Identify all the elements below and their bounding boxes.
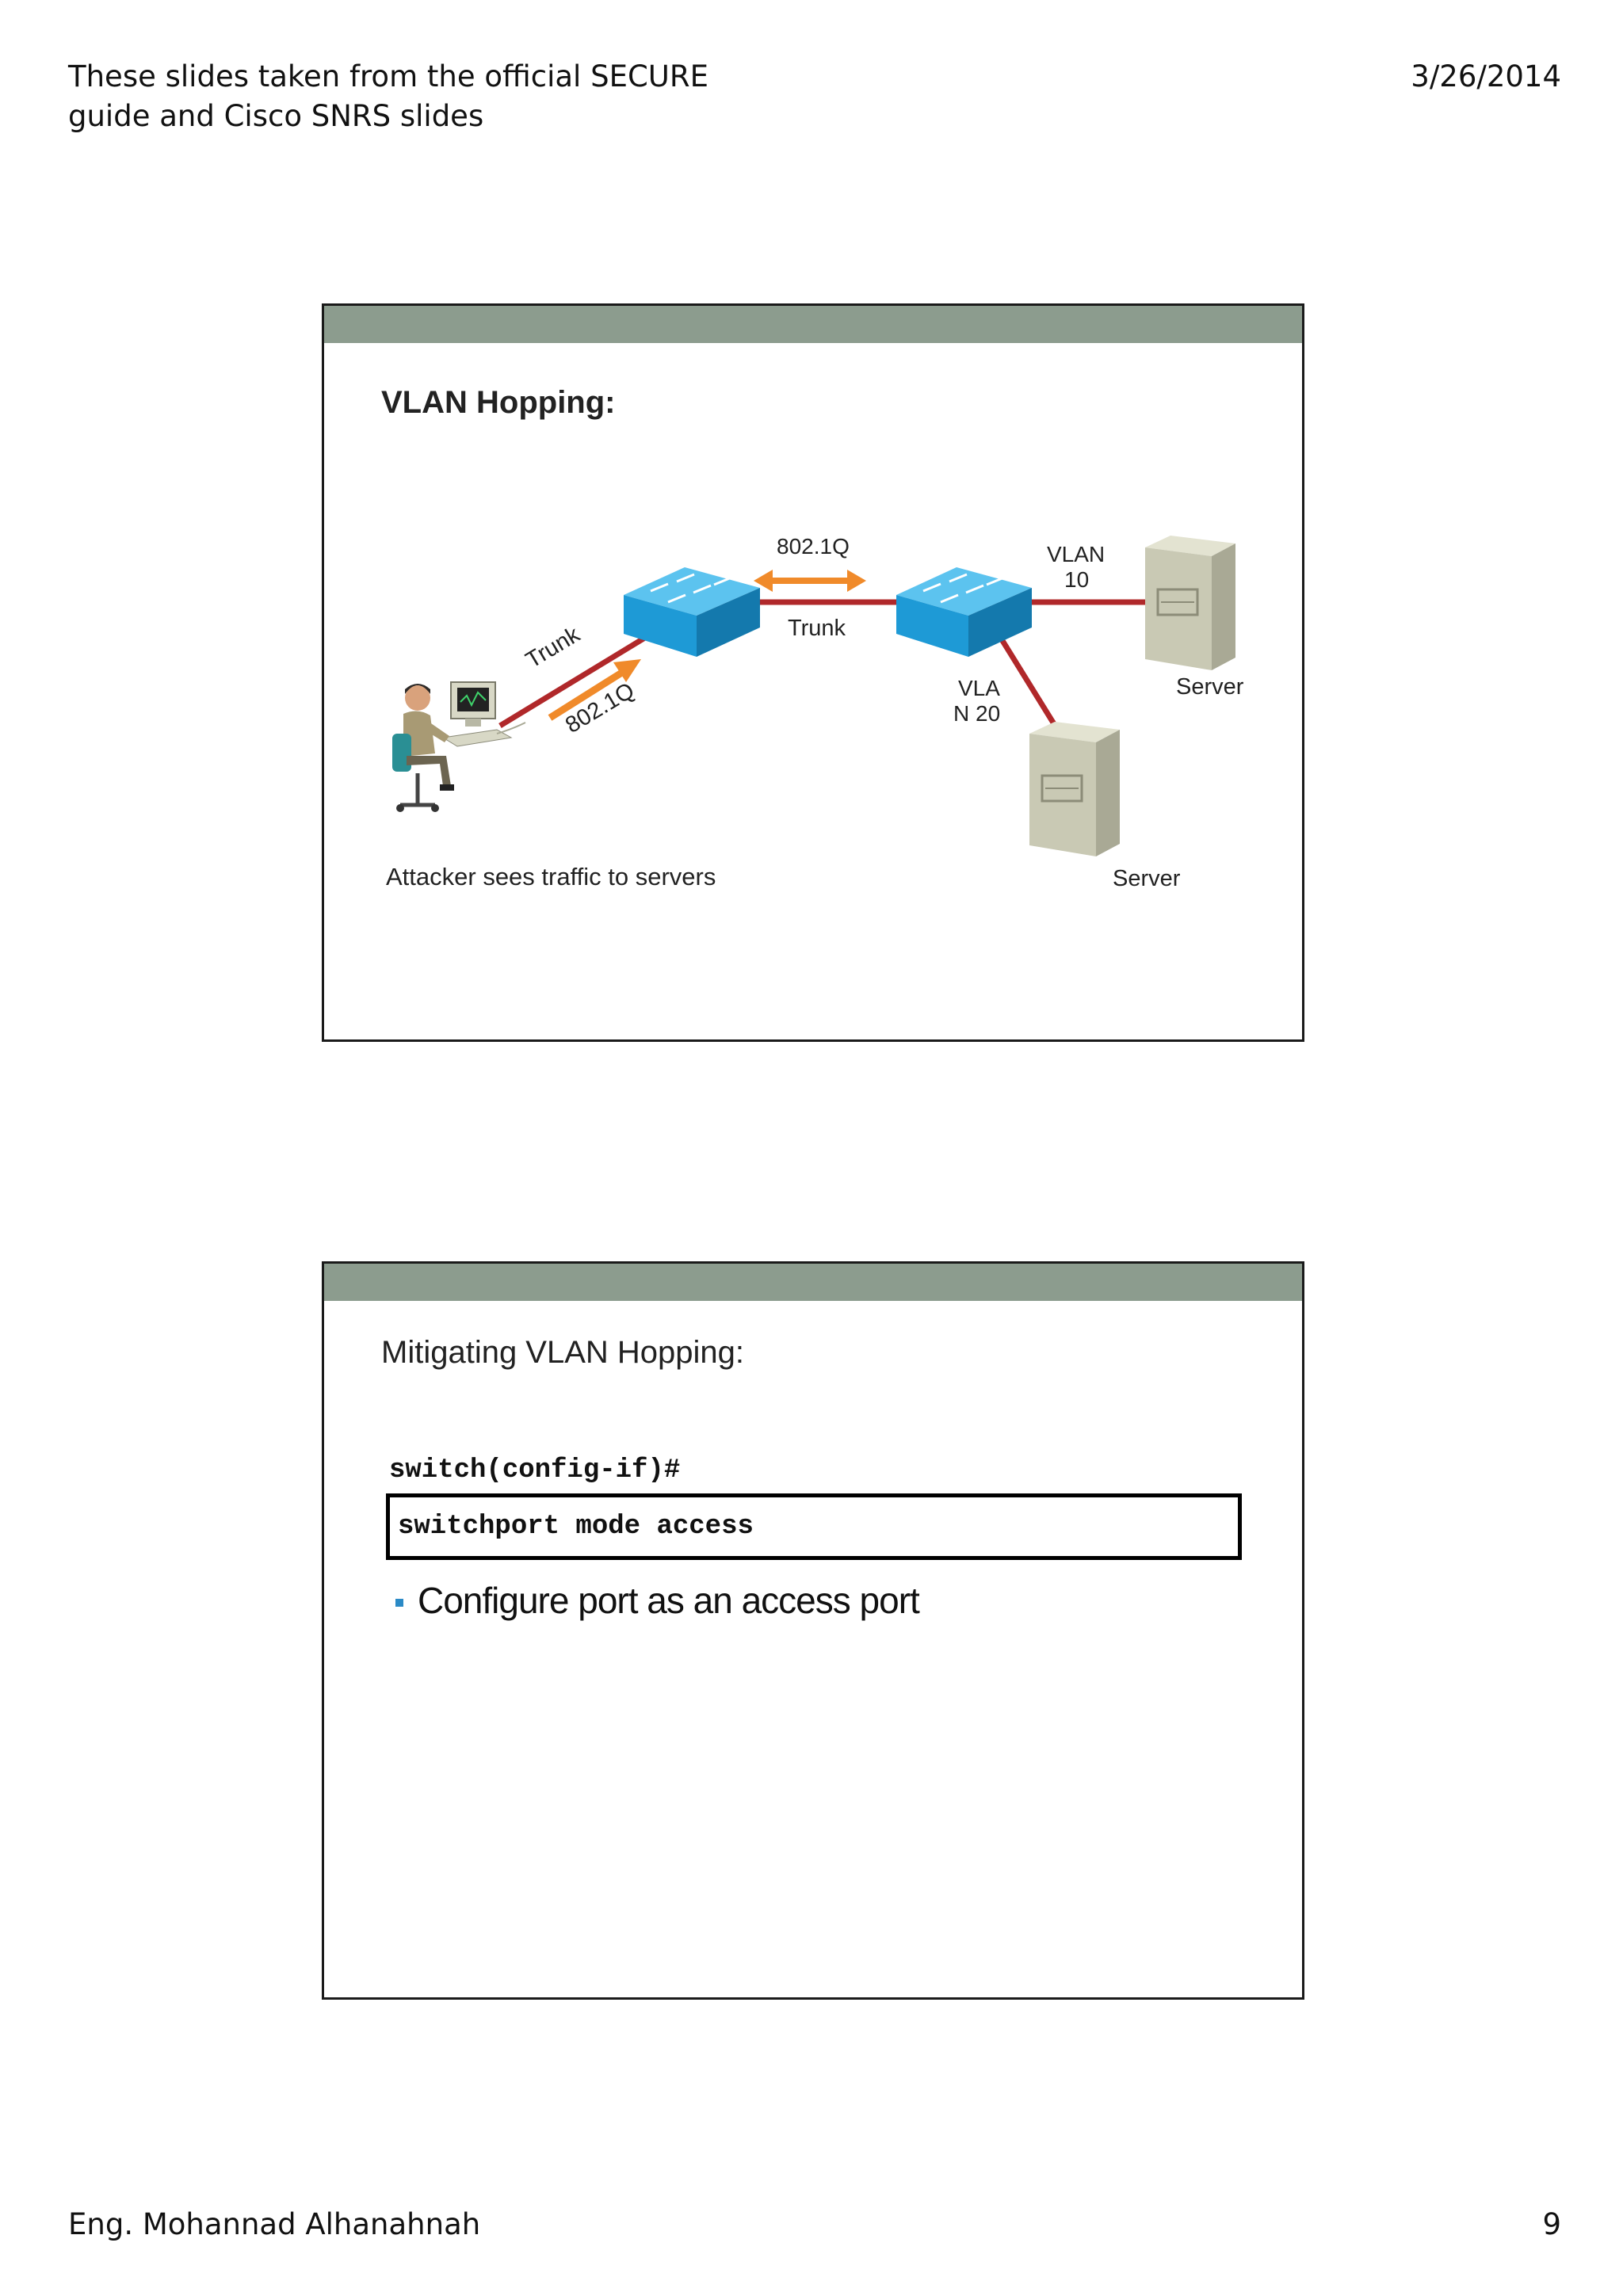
bullet-marker-icon [395, 1599, 403, 1607]
slide-title-bar [324, 306, 1302, 343]
label-8021q-top: 802.1Q [777, 534, 850, 559]
header-date: 3/26/2014 [1411, 59, 1561, 93]
cli-command-box: switchport mode access [386, 1493, 1242, 1560]
slide-title: Mitigating VLAN Hopping: [381, 1335, 745, 1370]
slide-title-bar [324, 1264, 1302, 1301]
label-trunk-diag: Trunk [521, 622, 585, 673]
switch-icon-1 [624, 567, 760, 657]
bullet-item: Configure port as an access port [395, 1579, 920, 1622]
server-icon-2 [1029, 722, 1120, 856]
label-vlan10-line2: 10 [1064, 567, 1089, 592]
diagram-caption: Attacker sees traffic to servers [386, 863, 716, 891]
attacker-workstation-icon [392, 681, 526, 812]
diagonal-arrow-icon [548, 659, 641, 721]
server-icon-1 [1145, 536, 1235, 670]
label-vlan20-line1: VLA [958, 676, 1000, 700]
header-line-2: guide and Cisco SNRS slides [68, 99, 484, 133]
switch-icon-2 [896, 567, 1032, 657]
label-trunk-mid: Trunk [788, 616, 846, 641]
page-header-text: These slides taken from the official SEC… [68, 57, 781, 136]
vlan-hopping-diagram: 802.1Q Trunk Trunk 802.1Q VLAN 10 VLA N … [386, 534, 1244, 891]
slide-title: VLAN Hopping: [381, 385, 616, 420]
footer-author: Eng. Mohannad Alhanahnah [68, 2207, 481, 2241]
slide-vlan-hopping: VLAN Hopping: [322, 303, 1304, 1042]
label-vlan20-line2: N 20 [953, 701, 1000, 726]
double-arrow-icon [754, 570, 866, 592]
label-vlan10-line1: VLAN [1047, 542, 1105, 566]
header-line-1: These slides taken from the official SEC… [68, 59, 708, 93]
attacker-trunk-link [498, 634, 649, 728]
label-server-1: Server [1176, 674, 1244, 700]
label-server-2: Server [1113, 866, 1181, 891]
vlan20-link [995, 631, 1058, 728]
footer-page-number: 9 [1542, 2207, 1561, 2241]
slide-mitigating-vlan-hopping: Mitigating VLAN Hopping: switch(config-i… [322, 1261, 1304, 2000]
bullet-text: Configure port as an access port [418, 1580, 920, 1621]
cli-prompt: switch(config-if)# [389, 1455, 681, 1486]
